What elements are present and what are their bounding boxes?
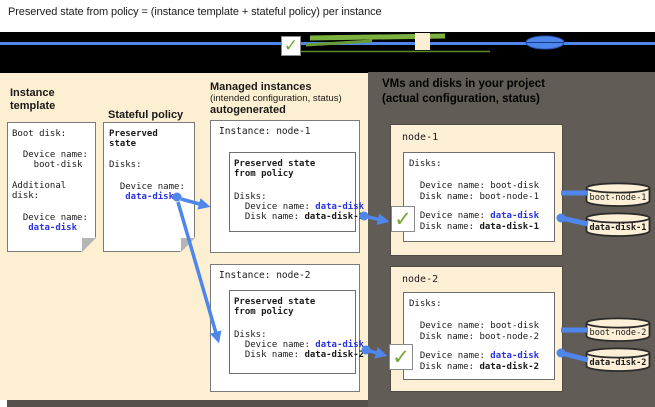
heading-line: (actual configuration, status) (382, 93, 540, 105)
doc-line: Device name: (109, 182, 185, 192)
data-disk-value: data-disk (315, 340, 365, 350)
legend-band: ✓ (0, 32, 655, 73)
disk-name-value: data-disk-2 (479, 362, 540, 372)
vm-node-1: node-1 Disks: Device name: boot-disk Dis… (390, 124, 563, 256)
legend-checkbox: ✓ (281, 36, 301, 56)
heading-line: autogenerated (210, 104, 286, 116)
vm-disks-box: Disks: Device name: boot-disk Disk name:… (403, 292, 555, 380)
box-line: Disk name: boot-node-1 (409, 192, 540, 202)
managed-instance-node-2: Instance: node-2 Preserved state from po… (210, 264, 364, 392)
stateful-policy-label: Stateful policy (108, 109, 184, 121)
vm-disks-box: Disks: Device name: boot-disk Disk name:… (403, 152, 555, 242)
device-name-line: Device name: data-disk (234, 202, 364, 212)
disk-name-value: data-disk-1 (304, 212, 365, 222)
disk-name-line: Disk name: data-disk-2 (409, 362, 549, 373)
doc-line-data-disk: data-disk (109, 192, 175, 202)
label: Device name: (234, 340, 316, 350)
heading-line: Managed instances (210, 81, 312, 93)
disk-name-value: data-disk-1 (479, 222, 540, 232)
doc-line: Device name: (12, 213, 88, 223)
legend-green-arrow-line2 (305, 39, 373, 47)
doc-line: boot-disk (12, 160, 83, 170)
heading-line: VMs and disks in your project (382, 78, 545, 90)
check-icon: ✓ (283, 35, 299, 56)
instance-title: Instance: node-1 (219, 126, 311, 137)
disk-name-line: Disk name: data-disk-1 (234, 212, 364, 222)
disk-label: boot-node-2 (589, 328, 647, 338)
data-disk-value: data-disk (315, 202, 365, 212)
preserved-state-box: Preserved state from policy Disks: Devic… (229, 290, 364, 374)
box-line: Preserved state (234, 159, 316, 169)
managed-instances-heading: Managed instances (intended configuratio… (210, 81, 368, 116)
box-line: Disk name: boot-node-2 (409, 332, 540, 342)
doc-line: Preserved (109, 129, 158, 139)
label: Disk name: (409, 362, 480, 372)
label: Disk name: (409, 222, 480, 232)
instance-title: Instance: node-2 (219, 270, 311, 281)
legend-band-graphics (0, 33, 655, 53)
box-line: Disks: (409, 299, 442, 309)
page-fold-flap (181, 238, 195, 252)
doc-line: Additional (12, 181, 67, 191)
device-name-line: Device name: data-disk (409, 211, 549, 222)
box-line: Disks: (234, 330, 267, 340)
disk-name-line: Disk name: data-disk-2 (234, 350, 364, 360)
doc-line: Disks: (109, 160, 142, 170)
instance-template-label: Instance template (10, 87, 56, 112)
cylinder-icon (585, 347, 651, 372)
device-name-line: Device name: data-disk (409, 351, 549, 362)
label: Device name: (409, 211, 491, 221)
doc-line: state (109, 139, 137, 149)
vm-name: node-1 (402, 132, 439, 143)
disk-label: data-disk-2 (589, 358, 647, 368)
box-line: Disks: (409, 159, 442, 169)
doc-line: Boot disk: (12, 129, 67, 139)
disk-name-value: data-disk-2 (304, 350, 365, 360)
stateful-policy-doc: Preserved state Disks: Device name: data… (103, 122, 195, 252)
disk-cylinder-boot-node-1: boot-node-1 (585, 182, 651, 208)
preserved-state-box: Preserved state from policy Disks: Devic… (229, 152, 364, 232)
label: Disk name: (234, 212, 305, 222)
disk-cylinder-boot-node-2: boot-node-2 (585, 317, 651, 343)
disk-label: boot-node-1 (589, 193, 647, 203)
disk-cylinder-data-disk-1: data-disk-1 (585, 212, 651, 238)
label: Device name: (409, 351, 491, 361)
doc-line: Device name: (12, 150, 88, 160)
doc-line: disk: (12, 191, 40, 201)
actual-panel-heading: VMs and disks in your project (actual co… (382, 77, 642, 107)
label: Disk name: (234, 350, 305, 360)
check-icon: ✓ (392, 344, 410, 369)
managed-instance-node-1: Instance: node-1 Preserved state from po… (210, 120, 364, 253)
box-line: Preserved state (234, 297, 316, 307)
legend-beige-swatch (415, 33, 430, 50)
vm-node-2: node-2 Disks: Device name: boot-disk Dis… (390, 266, 563, 392)
vm-name: node-2 (402, 274, 439, 285)
data-disk-value: data-disk (490, 351, 540, 361)
device-name-line: Device name: data-disk (234, 340, 364, 350)
status-applied-checkbox-node-1: ✓ (391, 206, 415, 232)
instance-template-doc: Boot disk: Device name: boot-disk Additi… (7, 122, 96, 252)
box-line: from policy (234, 307, 294, 317)
page-fold-flap (82, 238, 96, 252)
disk-cylinder-data-disk-2: data-disk-2 (585, 347, 651, 373)
box-line: Device name: boot-disk (409, 181, 540, 191)
check-icon: ✓ (394, 206, 412, 231)
doc-line-data-disk: data-disk (12, 223, 78, 233)
status-applied-checkbox-node-2: ✓ (389, 344, 413, 370)
cylinder-icon (585, 182, 651, 207)
disk-name-line: Disk name: data-disk-1 (409, 222, 549, 233)
cylinder-icon (585, 317, 651, 342)
panel-shadow (7, 400, 655, 407)
cylinder-icon (585, 212, 651, 237)
box-line: from policy (234, 169, 294, 179)
disk-label: data-disk-1 (589, 223, 647, 233)
box-line: Device name: boot-disk (409, 321, 540, 331)
data-disk-value: data-disk (490, 211, 540, 221)
heading-line: (intended configuration, status) (210, 93, 342, 104)
diagram-title: Preserved state from policy = (instance … (8, 6, 382, 18)
label: Device name: (234, 202, 316, 212)
box-line: Disks: (234, 192, 267, 202)
